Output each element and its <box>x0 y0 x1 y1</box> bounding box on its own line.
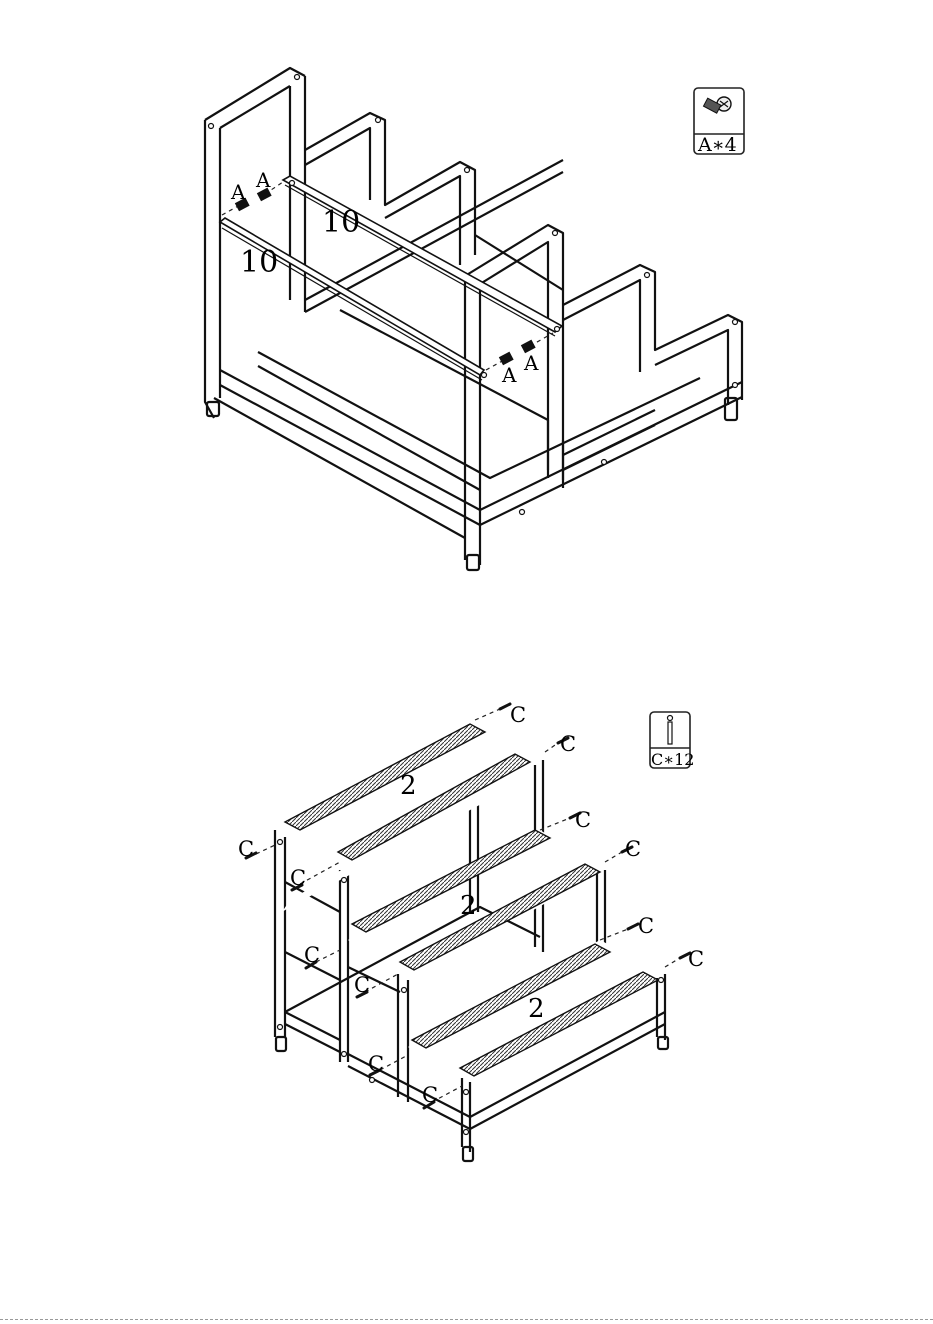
pin-label-c: C <box>510 703 526 727</box>
part-label-2-top: 2 <box>400 771 417 801</box>
pin-label-c: C <box>304 943 320 967</box>
pin-label-c: C <box>238 837 254 861</box>
pin-label-c: C <box>625 837 641 861</box>
step1-diagram: A A A A 10 10 A∗4 <box>0 0 933 620</box>
pin-label-c: C <box>638 914 654 938</box>
part-label-2-middle: 2 <box>460 891 477 921</box>
part-label-10-upper: 10 <box>322 205 360 240</box>
screw-label-a: A <box>230 180 246 204</box>
bar-10-upper <box>283 176 562 336</box>
part-label-10-lower: 10 <box>240 245 278 280</box>
legend-a: A∗4 <box>694 88 744 156</box>
legend-a-count: A∗4 <box>697 134 737 156</box>
pin-label-c: C <box>575 808 591 832</box>
pin-label-c: C <box>354 973 370 997</box>
part-label-2-bottom: 2 <box>528 994 545 1024</box>
screw-label-a: A <box>255 168 271 192</box>
bar-10-lower <box>220 218 484 380</box>
screw-label-a: A <box>501 363 517 387</box>
legend-c: C∗12 <box>650 712 694 769</box>
screw-label-a: A <box>523 351 539 375</box>
pin-label-c: C <box>688 947 704 971</box>
legend-c-count: C∗12 <box>651 750 694 769</box>
pin-label-c: C <box>560 732 576 756</box>
step2-diagram: C C C C C C C C C C C C 2 2 2 C∗12 <box>0 662 933 1182</box>
step1-frame <box>205 68 742 570</box>
pin-label-c: C <box>290 866 306 890</box>
pin-label-c: C <box>368 1052 384 1076</box>
frame-holes <box>209 75 738 515</box>
page-bottom-rule <box>0 1319 933 1320</box>
pin-label-c: C <box>422 1083 438 1107</box>
